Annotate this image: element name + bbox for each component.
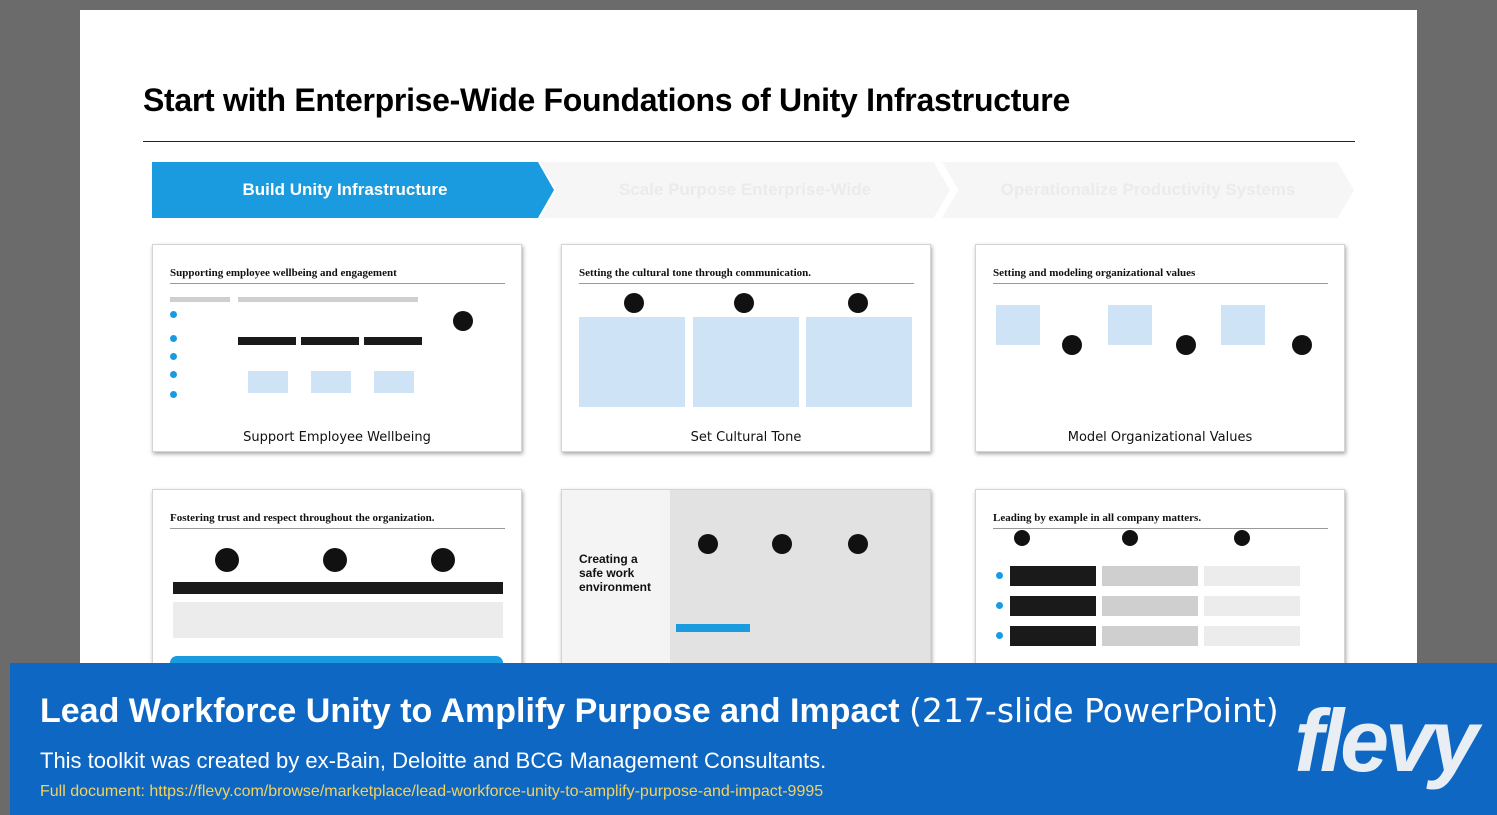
phase-build-unity: Build Unity Infrastructure bbox=[152, 162, 554, 218]
banner-title-main: Lead Workforce Unity to Amplify Purpose … bbox=[40, 692, 900, 730]
page-title: Start with Enterprise-Wide Foundations o… bbox=[143, 82, 1070, 118]
thumbnail-caption: Model Organizational Values bbox=[1067, 430, 1253, 445]
thumbnail-caption: Support Employee Wellbeing bbox=[243, 430, 431, 445]
thumbnail-safe-environment[interactable]: Creating a safe work environment bbox=[561, 489, 931, 670]
thumbnail-heading: Creating a safe work environment bbox=[579, 552, 652, 594]
slide: Start with Enterprise-Wide Foundations o… bbox=[80, 10, 1417, 670]
thumbnail-model-values[interactable]: Setting and modeling organizational valu… bbox=[975, 244, 1345, 452]
phase-chevrons: Build Unity Infrastructure Scale Purpose… bbox=[152, 162, 1354, 218]
banner-title-suffix: (217-slide PowerPoint) bbox=[909, 691, 1279, 730]
thumbnail-fostering-trust[interactable]: Fostering trust and respect throughout t… bbox=[152, 489, 522, 670]
thumbnail-heading: Supporting employee wellbeing and engage… bbox=[170, 267, 397, 279]
flevy-logo: flevy bbox=[1294, 691, 1479, 790]
phase-scale-purpose: Scale Purpose Enterprise-Wide bbox=[540, 162, 950, 218]
thumbnail-caption: Set Cultural Tone bbox=[690, 430, 802, 445]
banner-subtitle: This toolkit was created by ex-Bain, Del… bbox=[40, 748, 827, 773]
thumbnail-support-wellbeing[interactable]: Supporting employee wellbeing and engage… bbox=[152, 244, 522, 452]
promo-banner: Lead Workforce Unity to Amplify Purpose … bbox=[10, 663, 1497, 815]
thumbnail-heading: Setting and modeling organizational valu… bbox=[993, 267, 1196, 279]
thumbnail-heading: Fostering trust and respect throughout t… bbox=[170, 512, 435, 524]
title-divider bbox=[143, 141, 1355, 142]
document-link[interactable]: Full document: https://flevy.com/browse/… bbox=[40, 783, 824, 800]
thumbnail-heading: Leading by example in all company matter… bbox=[993, 512, 1202, 524]
thumbnail-heading: Setting the cultural tone through commun… bbox=[579, 267, 812, 279]
banner-title: Lead Workforce Unity to Amplify Purpose … bbox=[40, 691, 1279, 731]
phase-operationalize: Operationalize Productivity Systems bbox=[942, 162, 1354, 218]
thumbnail-leading-example[interactable]: Leading by example in all company matter… bbox=[975, 489, 1345, 670]
thumbnail-set-cultural-tone[interactable]: Setting the cultural tone through commun… bbox=[561, 244, 931, 452]
